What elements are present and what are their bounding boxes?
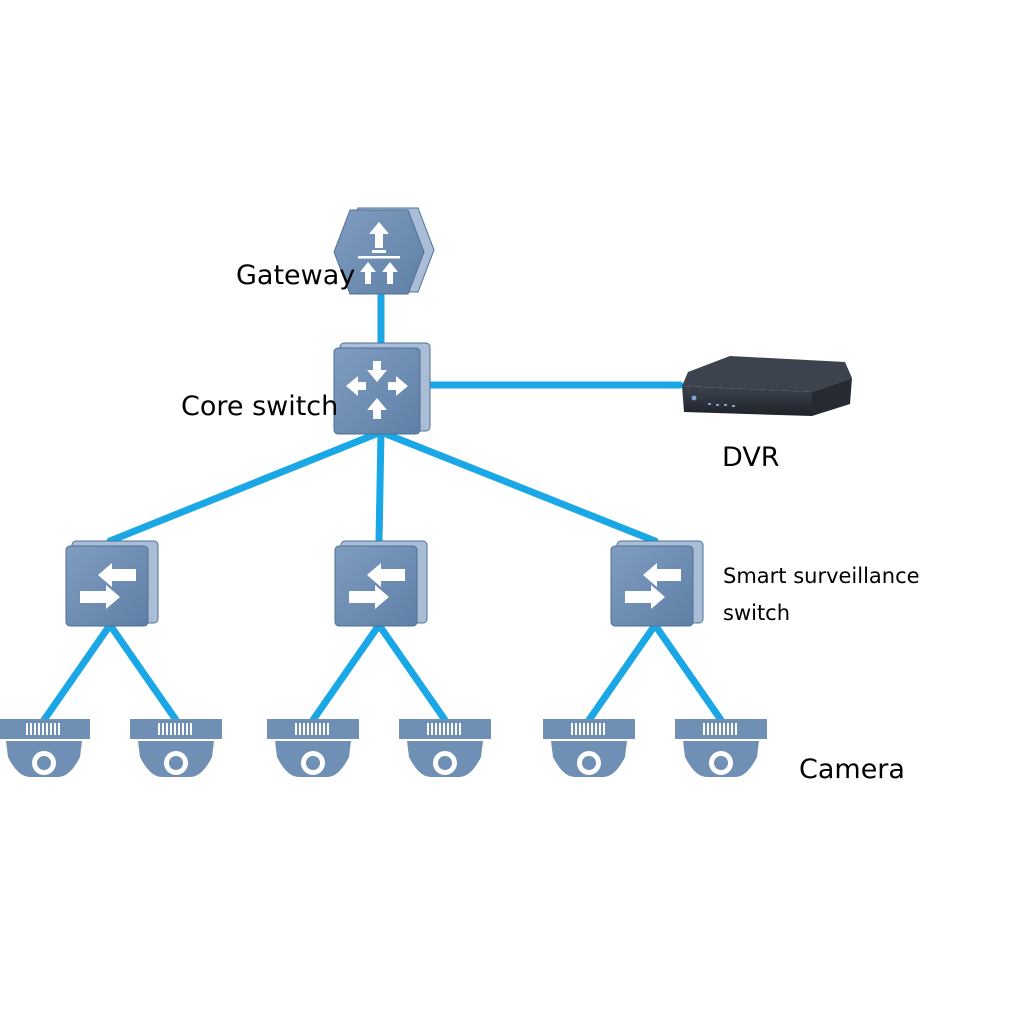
access-switch-icon: [65, 540, 159, 627]
link-switch3-camera6: [651, 621, 725, 724]
gateway-icon: [333, 207, 435, 295]
camera-label: Camera: [799, 754, 905, 785]
dvr-icon: [682, 356, 852, 416]
link-switch3-camera5: [585, 621, 659, 724]
dvr-label: DVR: [722, 442, 780, 473]
core-switch-icon: [333, 342, 431, 435]
link-core-switch1: [106, 428, 385, 545]
gateway-label: Gateway: [236, 260, 355, 291]
dome-camera-icon: [267, 719, 359, 777]
access-switch-icon: [610, 540, 704, 627]
link-core-switch3: [377, 428, 659, 545]
access-switch-3: [610, 540, 704, 627]
smart-switch-label-line1: Smart surveillance: [723, 564, 920, 588]
link-switch2-camera4: [375, 621, 449, 724]
dome-camera-icon: [130, 719, 222, 777]
access-switch-2: [334, 540, 428, 627]
dome-camera-icon: [543, 719, 635, 777]
cameras: [0, 719, 767, 777]
links: [40, 288, 725, 724]
smart-switch-label-line2: switch: [723, 601, 790, 625]
link-core-switch2: [375, 428, 385, 545]
link-switch1-camera2: [106, 621, 180, 724]
link-switch2-camera3: [309, 621, 383, 724]
dome-camera-icon: [399, 719, 491, 777]
access-switch-icon: [334, 540, 428, 627]
access-switch-1: [65, 540, 159, 627]
link-switch1-camera1: [40, 621, 114, 724]
dome-camera-icon: [675, 719, 767, 777]
dome-camera-icon: [0, 719, 90, 777]
core-switch-label: Core switch: [181, 391, 338, 422]
